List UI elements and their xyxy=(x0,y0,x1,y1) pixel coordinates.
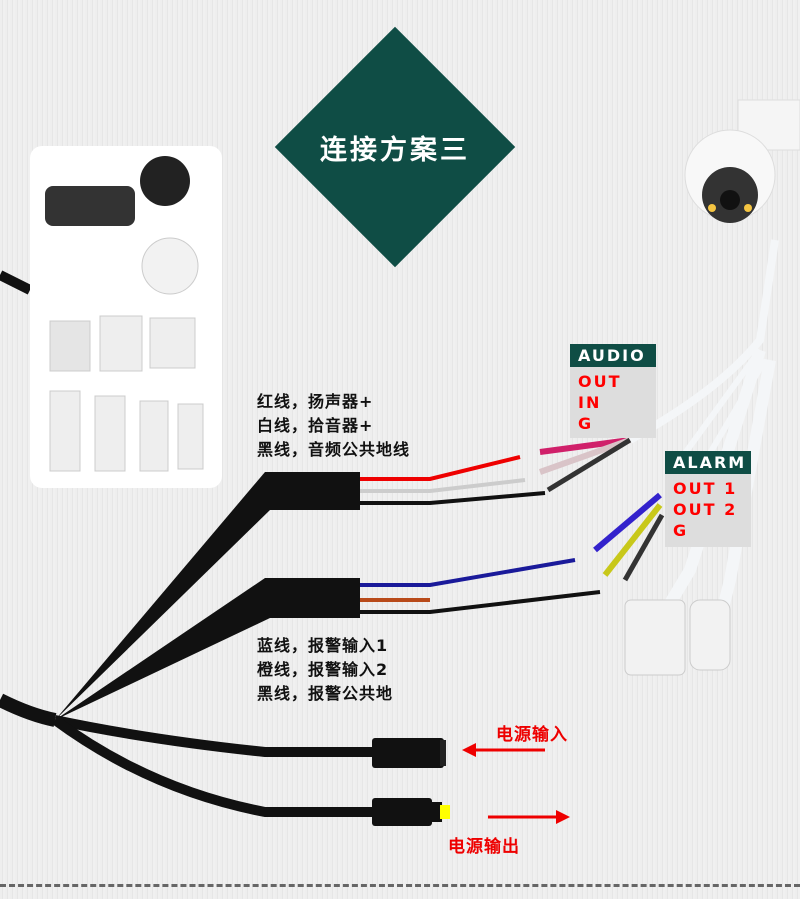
power-out-connector xyxy=(372,798,432,826)
power-in-cable xyxy=(53,715,375,757)
page-title: 连接方案三 xyxy=(320,135,470,166)
power-out-cable xyxy=(52,715,375,817)
alarm-label: ALARM OUT 1 OUT 2 G xyxy=(665,451,751,547)
cable-left-top xyxy=(0,270,33,295)
audio-out: OUT xyxy=(578,372,622,391)
note-black-wire-alarm: 黑线，报警公共地 xyxy=(257,684,394,703)
dc-connector xyxy=(689,599,731,671)
note-blue-wire: 蓝线，报警输入1 xyxy=(257,636,389,655)
main-cable xyxy=(0,693,57,727)
power-out-label: 电源输出 xyxy=(448,837,520,857)
alarm-header: ALARM xyxy=(665,451,751,474)
speaker-products-card xyxy=(30,146,222,488)
alarm-out2: OUT 2 xyxy=(673,500,738,519)
audio-g: G xyxy=(578,414,594,433)
power-in-connector xyxy=(372,738,444,768)
audio-notes: 红线，扬声器+ 白线，拾音器+ 黑线，音频公共地线 xyxy=(257,390,410,462)
alarm-out1: OUT 1 xyxy=(673,479,738,498)
note-orange-wire: 橙线，报警输入2 xyxy=(257,660,389,679)
audio-header: AUDIO xyxy=(570,344,656,367)
audio-label: AUDIO OUT IN G xyxy=(570,344,656,438)
alarm-notes: 蓝线，报警输入1 橙线，报警输入2 黑线，报警公共地 xyxy=(257,634,393,706)
power-in-label: 电源输入 xyxy=(496,725,568,745)
alarm-g: G xyxy=(673,521,689,540)
note-black-wire: 黑线，音频公共地线 xyxy=(257,440,411,459)
audio-in: IN xyxy=(578,393,602,412)
rj45-connector xyxy=(624,599,686,676)
note-red-wire: 红线，扬声器+ xyxy=(257,392,374,411)
divider xyxy=(0,884,800,887)
audio-branch xyxy=(55,472,360,720)
ptz-camera xyxy=(684,99,800,223)
alarm-branch xyxy=(55,578,360,720)
speakers-image xyxy=(45,156,204,472)
note-white-wire: 白线，拾音器+ xyxy=(257,416,374,435)
